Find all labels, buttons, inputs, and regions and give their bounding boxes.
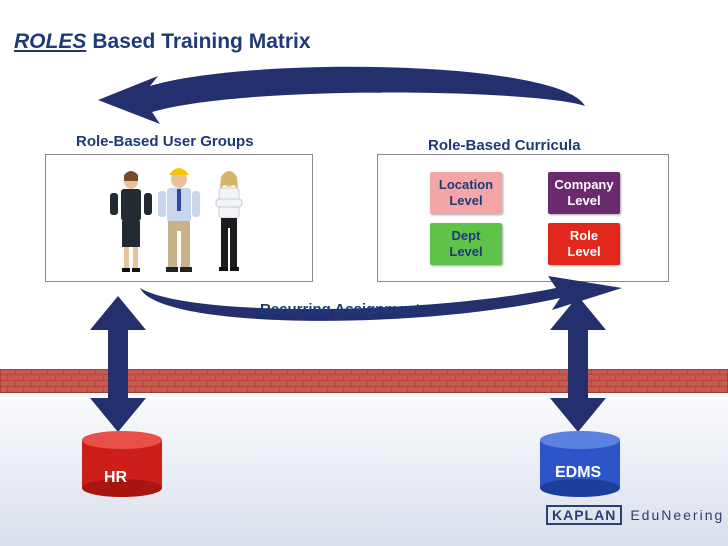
hr-database-label: HR bbox=[104, 469, 128, 486]
company-level-cell: Company Level bbox=[548, 172, 620, 214]
person-business-woman bbox=[110, 171, 152, 272]
kaplan-eduneering-logo: KAPLAN EduNeering bbox=[546, 505, 724, 525]
curricula-panel: Location Level Company Level Dept Level … bbox=[377, 154, 669, 282]
user-groups-panel bbox=[45, 154, 313, 282]
recurring-assignment-label: Recurring Assignment bbox=[260, 301, 421, 318]
dept-level-cell: Dept Level bbox=[430, 223, 502, 265]
logo-brand: KAPLAN bbox=[546, 505, 623, 525]
person-casual-woman bbox=[215, 171, 243, 271]
person-construction-man bbox=[158, 168, 200, 272]
role-level-cell: Role Level bbox=[548, 223, 620, 265]
location-level-cell: Location Level bbox=[430, 172, 502, 214]
left-panel-label: Role-Based User Groups bbox=[76, 133, 254, 150]
title-roles: ROLES bbox=[14, 30, 87, 53]
title-rest: Based Training Matrix bbox=[92, 30, 311, 53]
right-panel-label: Role-Based Curricula bbox=[428, 137, 581, 154]
people-illustration bbox=[110, 168, 243, 272]
hr-database-icon bbox=[82, 431, 162, 497]
logo-sub: EduNeering bbox=[630, 507, 725, 523]
edms-database-icon bbox=[540, 431, 620, 497]
edms-database-label: EDMS bbox=[555, 464, 602, 481]
